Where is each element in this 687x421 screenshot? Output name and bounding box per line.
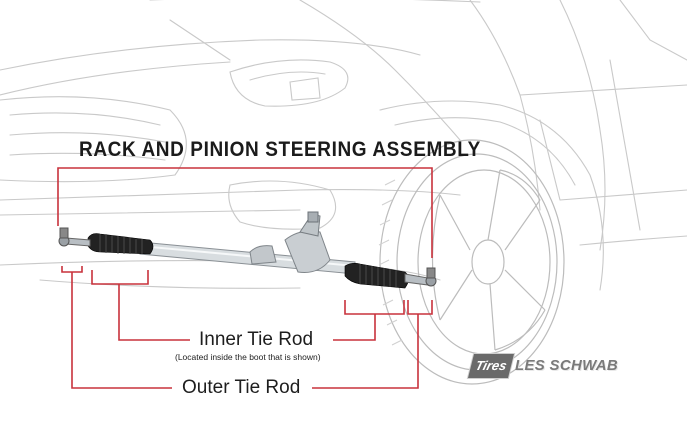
logo-badge: Tires [468, 354, 514, 378]
title-callout [57, 167, 433, 258]
callout-lines [57, 167, 433, 389]
inner-tie-rod-note: (Located inside the boot that is shown) [175, 352, 321, 362]
les-schwab-logo: Tires LES SCHWAB [467, 353, 618, 379]
outer-tie-rod-label: Outer Tie Rod [182, 377, 301, 398]
steering-rack [58, 211, 437, 289]
inner-tie-rod-label: Inner Tie Rod [199, 329, 314, 350]
diagram-title: RACK AND PINION STEERING ASSEMBLY [79, 138, 481, 162]
logo-name: LES SCHWAB [515, 357, 619, 374]
